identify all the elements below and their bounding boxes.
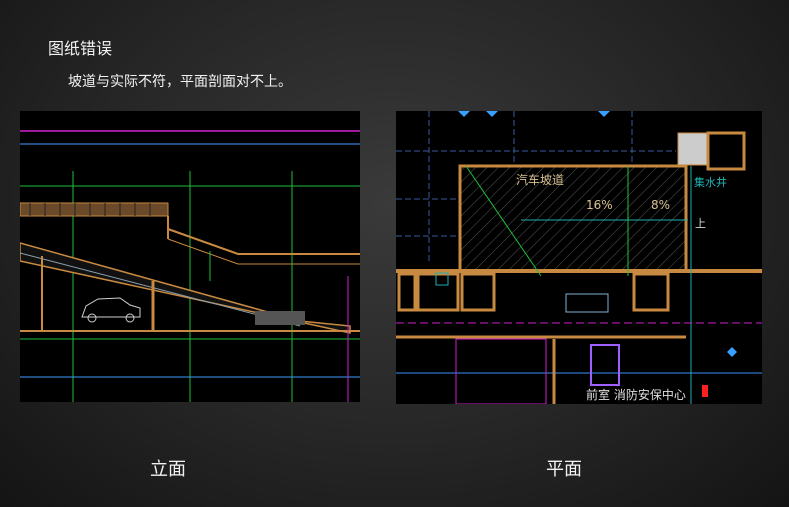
slope-label-16: 16%	[586, 198, 613, 212]
slide-title: 图纸错误	[48, 39, 113, 58]
elevation-drawing	[20, 111, 360, 402]
caption-elevation: 立面	[150, 459, 186, 480]
ramp-label: 汽车坡道	[516, 172, 564, 187]
slope-label-8: 8%	[651, 198, 670, 212]
plan-drawing: 汽车坡道 16% 8% 上 集水井 前室 消防安保中心	[396, 111, 762, 404]
sump-label: 集水井	[694, 175, 727, 189]
room-label: 前室 消防安保中心	[586, 387, 686, 402]
up-label: 上	[695, 217, 706, 230]
car-icon	[81, 297, 141, 323]
caption-plan: 平面	[546, 459, 582, 480]
slide-subtitle: 坡道与实际不符，平面剖面对不上。	[68, 74, 292, 90]
